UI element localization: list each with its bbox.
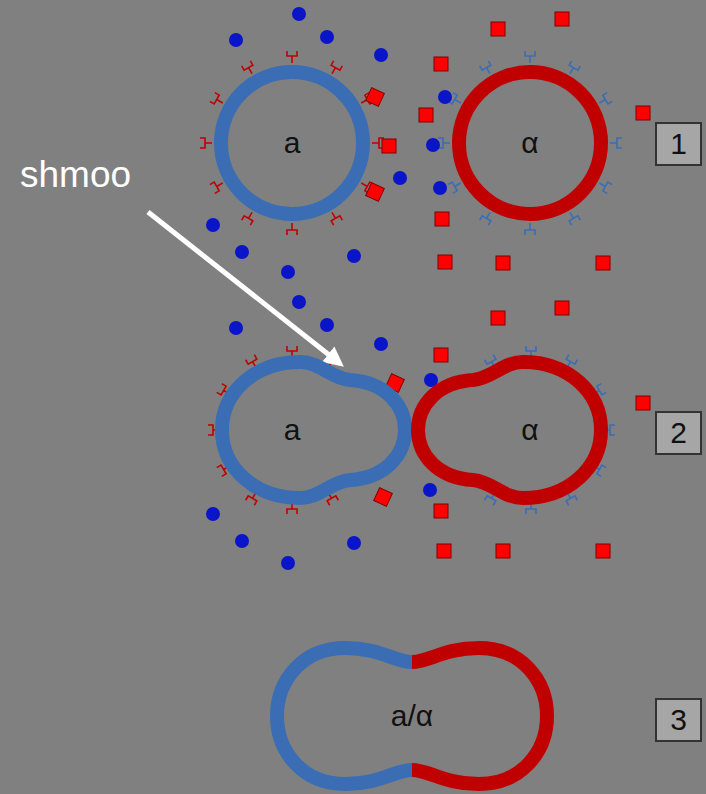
- a-factor: [433, 181, 447, 195]
- cell-type-label: a/α: [391, 701, 433, 731]
- a-factor: [438, 90, 452, 104]
- a-factor: [235, 534, 249, 548]
- alpha-factor: [555, 12, 569, 26]
- receptor: [525, 51, 535, 63]
- alpha-shmoo: α: [410, 350, 612, 510]
- receptor: [599, 182, 612, 193]
- a-shmoo: a: [212, 350, 414, 510]
- alpha-factor: [496, 256, 510, 270]
- receptor: [200, 138, 212, 148]
- callout-number: 3: [655, 698, 702, 742]
- alpha-factor: [437, 544, 451, 558]
- alpha-factor: [419, 108, 433, 122]
- a-factor: [423, 483, 437, 497]
- receptor: [525, 223, 535, 235]
- alpha-factor: [366, 183, 385, 202]
- alpha-factor: [382, 139, 396, 153]
- leader-arrow: [148, 212, 338, 362]
- receptor: [242, 212, 253, 225]
- receptor: [480, 212, 491, 225]
- alpha-factor: [434, 504, 448, 518]
- cell-wall: [222, 362, 405, 498]
- alpha-cell: α: [448, 61, 612, 225]
- alpha-factor: [366, 88, 385, 107]
- alpha-factor: [555, 301, 569, 315]
- cell-wall: [459, 72, 601, 214]
- receptor: [331, 212, 342, 225]
- receptor: [287, 223, 297, 235]
- cell-wall: [418, 362, 601, 498]
- cell-outline: [212, 350, 414, 510]
- receptor: [287, 51, 297, 63]
- a-factor: [320, 30, 334, 44]
- receptor: [210, 93, 223, 104]
- alpha-factor: [435, 212, 449, 226]
- receptors: [200, 51, 622, 514]
- receptor: [569, 212, 580, 225]
- cell-outline: [410, 350, 612, 510]
- a-factor: [320, 318, 334, 332]
- a-factor: [393, 171, 407, 185]
- a-cell: a: [210, 61, 374, 225]
- a-factor: [229, 33, 243, 47]
- callout-text: shmoo: [20, 156, 131, 193]
- alpha-factor: [496, 544, 510, 558]
- receptor: [331, 61, 342, 74]
- alpha-factor: [596, 256, 610, 270]
- a-factor: [374, 48, 388, 62]
- alpha-factor: [596, 544, 610, 558]
- alpha-factor: [438, 255, 452, 269]
- a-factor: [292, 7, 306, 21]
- a-factor: [229, 321, 243, 335]
- receptor: [569, 61, 580, 74]
- cell-type-label: a: [284, 128, 301, 158]
- callout-number: 1: [655, 122, 702, 166]
- a-factor: [347, 536, 361, 550]
- receptor: [480, 61, 491, 74]
- receptor: [599, 93, 612, 104]
- cell-type-label: a: [284, 415, 301, 445]
- callout-number: 2: [655, 411, 702, 455]
- alpha-factor: [434, 57, 448, 71]
- alpha-factor: [374, 488, 393, 507]
- cell-wall: [221, 72, 363, 214]
- alpha-factor: [491, 311, 505, 325]
- alpha-factor: [434, 348, 448, 362]
- a-factor: [206, 218, 220, 232]
- a-factor: [292, 295, 306, 309]
- a-factor: [347, 249, 361, 263]
- alpha-factor: [636, 396, 650, 410]
- alpha-factor: [636, 106, 650, 120]
- a-factor: [206, 507, 220, 521]
- a-factor: [426, 138, 440, 152]
- cell-type-label: α: [521, 128, 538, 158]
- receptor: [210, 182, 223, 193]
- a-factor: [235, 245, 249, 259]
- a-factor: [281, 265, 295, 279]
- a-factor: [374, 337, 388, 351]
- receptor: [448, 182, 461, 193]
- alpha-factor: [491, 22, 505, 36]
- receptor: [610, 138, 622, 148]
- a-factor: [281, 556, 295, 570]
- cell-type-label: α: [521, 415, 538, 445]
- diploid-cell: a/α: [266, 638, 558, 794]
- receptor: [242, 61, 253, 74]
- pheromones: [206, 7, 650, 570]
